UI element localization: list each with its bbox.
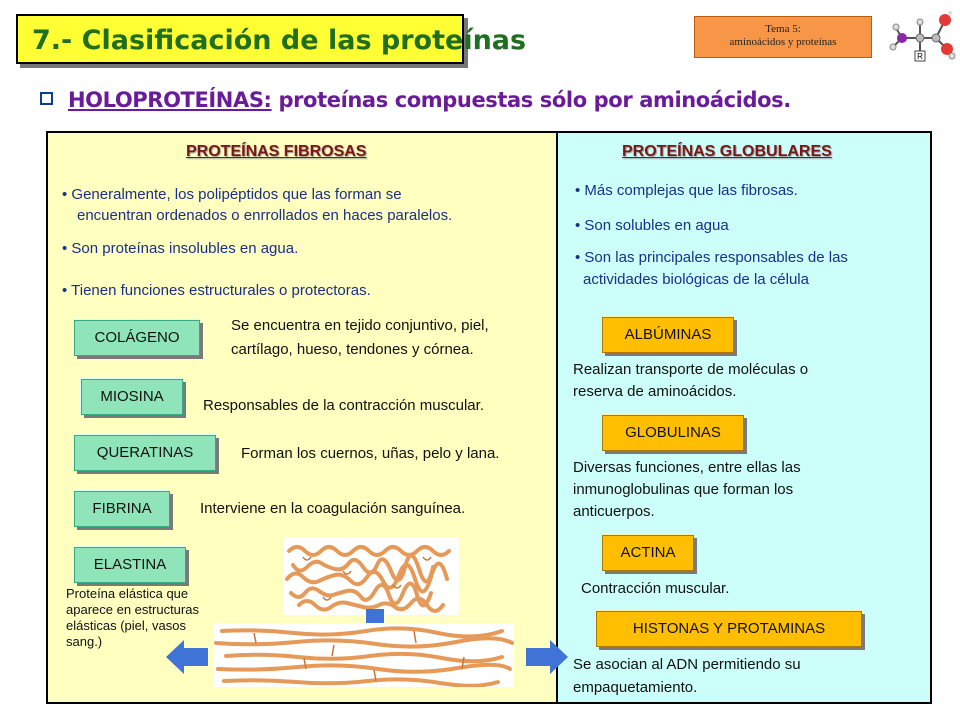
elastin-stretched-image [214,623,514,687]
globulinas-desc-2: inmunoglobulinas que forman los [573,481,794,498]
panels-border [46,131,932,704]
colageno-desc-1: Se encuentra en tejido conjuntivo, piel, [231,317,489,334]
elastin-relaxed-image [283,537,459,615]
globulares-bullet-1: • Más complejas que las fibrosas. [575,182,798,199]
histonas-desc-2: empaquetamiento. [573,679,698,696]
histonas-desc-1: Se asocian al ADN permitiendo su [573,656,801,673]
label-fibrina: FIBRINA [74,491,170,527]
globulares-bullet-2: • Son solubles en agua [575,217,729,234]
fibrosas-bullet-2: • Son proteínas insolubles en agua. [62,240,299,257]
label-actina: ACTINA [602,535,694,571]
actina-desc: Contracción muscular. [581,580,730,597]
elastina-desc-4: sang.) [66,634,103,649]
label-colageno: COLÁGENO [74,320,200,356]
fibrosas-bullet-3: • Tienen funciones estructurales o prote… [62,282,371,299]
fibrosas-bullet-1-line-2: encuentran ordenados o enrrollados en ha… [77,207,453,224]
subtitle-rest: proteínas compuestas sólo por aminoácido… [271,88,791,112]
miosina-desc: Responsables de la contracción muscular. [203,397,484,414]
label-albuminas: ALBÚMINAS [602,317,734,353]
tema-line-1: Tema 5: [765,23,801,35]
globulares-bullet-3-line-2: actividades biológicas de la célula [583,271,809,288]
colageno-desc-2: cartílago, hueso, tendones y córnea. [231,341,474,358]
amino-acid-molecule-icon: R [889,11,956,62]
right-arrow-icon [526,640,568,674]
queratinas-desc: Forman los cuernos, uñas, pelo y lana. [241,445,500,462]
label-histonas-protaminas: HISTONAS Y PROTAMINAS [596,611,862,647]
fibrosas-heading: PROTEÍNAS FIBROSAS [186,143,367,160]
left-arrow-icon [166,640,208,674]
label-elastina: ELASTINA [74,547,186,583]
tema-badge: Tema 5: aminoácidos y proteínas [694,16,872,58]
albuminas-desc-2: reserva de aminoácidos. [573,383,737,400]
label-miosina: MIOSINA [81,379,183,415]
label-globulinas: GLOBULINAS [602,415,744,451]
svg-text:R: R [917,52,923,61]
fibrina-desc: Interviene en la coagulación sanguínea. [200,500,466,517]
globulinas-desc-1: Diversas funciones, entre ellas las [573,459,801,476]
globulares-bullet-3-line-1: • Son las principales responsables de la… [575,249,848,266]
albuminas-desc-1: Realizan transporte de moléculas o [573,361,809,378]
subtitle: HOLOPROTEÍNAS: proteínas compuestas sólo… [68,88,791,112]
label-queratinas: QUERATINAS [74,435,216,471]
elastina-desc-2: aparece en estructuras [66,602,199,617]
tema-line-2: aminoácidos y proteínas [729,36,837,48]
checkbox-bullet-icon [40,92,53,105]
globulares-heading: PROTEÍNAS GLOBULARES [622,143,832,160]
subtitle-label: HOLOPROTEÍNAS: [68,88,272,112]
globulinas-desc-3: anticuerpos. [573,503,655,520]
fibrosas-bullet-1-line-1: • Generalmente, los polipéptidos que las… [62,186,402,203]
elastina-desc-1: Proteína elástica que [66,586,189,601]
title-box: 7.- Clasificación de las proteínas [16,14,526,64]
page-title: 7.- Clasificación de las proteínas [32,25,527,56]
elastina-desc-3: elásticas (piel, vasos [66,618,186,633]
